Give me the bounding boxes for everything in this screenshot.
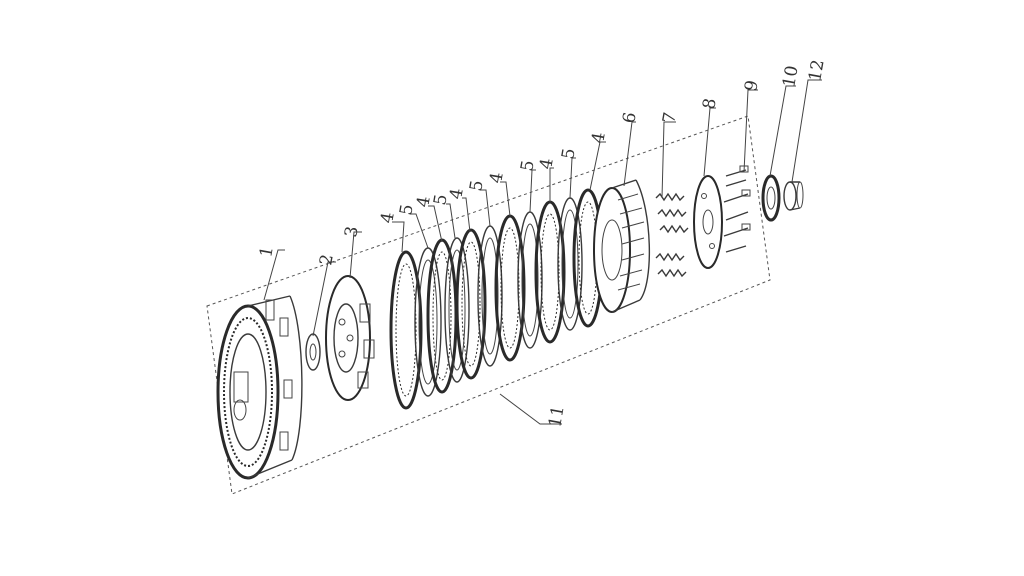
callout-5-c: 5 (466, 179, 488, 193)
washer-part (305, 333, 321, 371)
callout-5-a: 5 (396, 203, 418, 217)
friction-plate (389, 250, 423, 410)
callout-4-c: 4 (446, 187, 468, 201)
callout-12: 12 (805, 58, 828, 83)
pressure-plate-part (593, 179, 651, 313)
bolts-part (723, 165, 751, 253)
callout-4-a: 4 (377, 211, 399, 225)
callout-2: 2 (316, 253, 338, 267)
callout-5-b: 5 (430, 193, 452, 207)
callout-4-d: 4 (486, 171, 508, 185)
friction-plate (534, 200, 566, 344)
clutch-springs-part (655, 192, 689, 278)
callout-6: 6 (619, 111, 641, 125)
callout-10: 10 (779, 64, 802, 89)
leader-lines (263, 79, 822, 425)
friction-plate (455, 228, 487, 380)
callout-3: 3 (341, 225, 363, 239)
friction-plate (494, 214, 526, 362)
clutch-hub-part (325, 275, 375, 401)
callout-4-b: 4 (413, 195, 435, 209)
callout-7: 7 (659, 111, 681, 125)
bearing-part (761, 174, 781, 222)
callout-5-e: 5 (558, 147, 580, 161)
callout-4-e: 4 (536, 157, 558, 171)
steel-plate (444, 237, 470, 383)
spring-plate-part (693, 175, 723, 269)
callout-4-f: 4 (588, 131, 610, 145)
callout-1: 1 (256, 245, 278, 259)
push-piece-part (783, 181, 804, 211)
clutch-housing-part (216, 295, 303, 480)
callout-8: 8 (699, 97, 721, 111)
callout-5-d: 5 (517, 159, 539, 173)
callout-9: 9 (741, 79, 763, 93)
callout-labels: 1 2 3 4 5 4 5 4 5 4 5 4 5 4 6 7 8 9 10 1… (256, 58, 828, 429)
callout-11: 11 (545, 404, 568, 429)
